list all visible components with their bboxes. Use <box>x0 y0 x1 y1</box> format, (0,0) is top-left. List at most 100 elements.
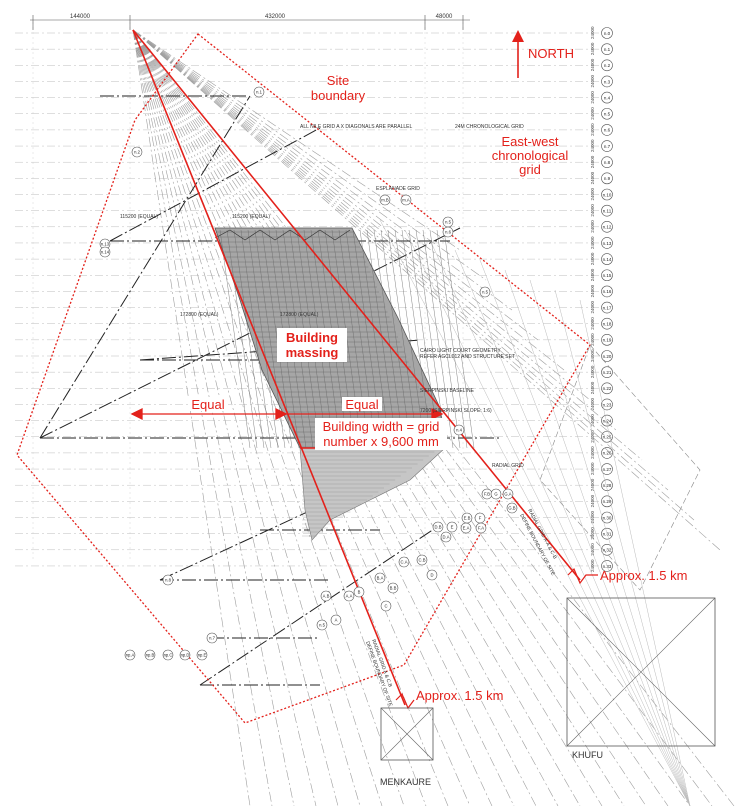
grid-bubble-label: n.13 <box>603 241 612 246</box>
fan-line <box>132 29 647 807</box>
grid-spacing-label: 24000 <box>590 527 595 540</box>
grid-bubble-label: n.4 <box>456 428 462 433</box>
grid-bubble <box>601 269 613 282</box>
grid-bubble <box>353 586 365 598</box>
grid-bubble-label: A.B <box>323 594 330 599</box>
building-width-label-2: number x 9,600 mm <box>323 434 439 449</box>
parallel-diagonal <box>404 229 691 807</box>
grid-bubble <box>601 188 613 201</box>
north-label: NORTH <box>528 46 574 61</box>
grid-bubble-label: np.E <box>198 653 207 658</box>
grid-spacing-label: 24000 <box>590 301 595 314</box>
building-massing-label-1: Building <box>286 330 338 345</box>
grid-bubble-label: n.21 <box>603 370 612 375</box>
grid-bubble <box>601 59 613 72</box>
grid-spacing-label: 24000 <box>590 155 595 168</box>
approx-right-marker: Approx. 1.5 km <box>567 567 687 585</box>
fan-line <box>132 29 591 401</box>
grid-bubble <box>601 27 613 39</box>
sierpinski-baseline: SIERPINSKI BASELINE <box>420 388 475 394</box>
grid-bubble <box>601 107 613 120</box>
grid-spacing-label: 24000 <box>590 559 595 572</box>
parallel-diagonal <box>379 219 691 807</box>
grid-spacing-label: 24000 <box>590 430 595 443</box>
grid-bubble <box>196 649 208 661</box>
grid-bubble-label: D.A <box>443 535 450 540</box>
fan-line <box>132 29 713 807</box>
parallel-diagonal <box>429 239 691 807</box>
grid-bubble-label: n.27 <box>603 467 612 472</box>
grid-bubble <box>601 221 613 233</box>
grid-bubble-label: n.22 <box>603 386 612 391</box>
equal-172-b: 172800 (EQUAL) <box>280 312 319 318</box>
grid-bubble <box>490 488 502 500</box>
grid-bubble-label: n.11 <box>603 208 612 213</box>
fan-line <box>132 29 643 461</box>
grid-bubble-label: n.29 <box>603 499 612 504</box>
grid-bubble <box>320 590 332 602</box>
grid-bubble <box>601 479 613 492</box>
refer-note: REFER AGCL012 AND STRUCTURE SET <box>420 354 515 360</box>
grid-bubble <box>601 301 613 314</box>
grid-spacing-label: 24000 <box>590 462 595 475</box>
grid-spacing-label: 24000 <box>590 58 595 71</box>
grid-bubble-label: n.14 <box>101 250 110 255</box>
grid-bubble-label: n.26 <box>603 451 612 456</box>
grid-bubble <box>601 350 613 362</box>
grid-bubble-label: n.7 <box>604 144 611 149</box>
grid-bubble <box>601 204 613 217</box>
equal-115-a: 115200 (EQUAL) <box>120 214 158 220</box>
grid-bubble-label: n.20 <box>603 354 612 359</box>
grid-bubble-label: n.0 <box>604 31 611 36</box>
grid-bubble <box>99 246 111 258</box>
grid-bubble-label: G.B <box>508 506 515 511</box>
grid-bubble <box>442 226 454 238</box>
fan-line <box>132 29 251 807</box>
grid-bubble-label: n.6 <box>445 230 451 235</box>
grid-bubble-label: n.18 <box>603 322 612 327</box>
grid-bubble-label: F <box>479 516 482 521</box>
grid-spacing-label: 24000 <box>590 333 595 346</box>
grid-bubble <box>461 512 473 524</box>
grid-bubble <box>506 502 518 514</box>
grid-bubble-label: B.A <box>377 576 384 581</box>
grid-bubble-label: C <box>384 604 387 609</box>
grid-bubble-label: n.5 <box>604 112 611 117</box>
fan-line <box>132 29 383 807</box>
grid-spacing-label: 24000 <box>590 397 595 410</box>
dimension-144000: 144000 <box>70 14 91 20</box>
grid-bubble-label: G.A <box>504 492 511 497</box>
fan-line <box>132 29 339 807</box>
north-arrow: NORTH <box>512 30 574 78</box>
grid-bubble <box>144 649 156 661</box>
grid-bubble <box>400 194 412 206</box>
fan-line <box>132 29 427 807</box>
grid-bubble <box>479 286 491 298</box>
grid-bubble-label: n.1 <box>256 90 262 95</box>
grid-spacing-label: 24000 <box>590 204 595 217</box>
fan-line <box>132 29 487 281</box>
grid-bubble <box>601 511 613 524</box>
site-boundary-label-2: boundary <box>311 88 366 103</box>
grid-bubble-label: B.B <box>390 586 397 591</box>
grid-bubble <box>316 619 328 631</box>
parallel-diagonal <box>579 299 691 807</box>
right-dashed-outline <box>539 344 701 591</box>
fan-line <box>132 29 669 491</box>
grid-bubble-label: G <box>494 492 497 497</box>
grid-bubble-label: n.3 <box>604 79 611 84</box>
grid-spacing-label: 24000 <box>590 365 595 378</box>
grid-bubble-label: n.24 <box>603 418 612 423</box>
grid-bubble <box>426 569 438 581</box>
menkaure-label: MENKAURE <box>380 777 431 787</box>
grid-spacing-label: 24000 <box>590 446 595 459</box>
grid-bubble <box>379 194 391 206</box>
fan-line <box>132 29 559 807</box>
fan-line <box>132 29 513 311</box>
grid-bubble-label: n.4 <box>604 95 611 100</box>
grid-bubble-label: n.13 <box>101 242 110 247</box>
fan-line <box>132 29 317 807</box>
grid-bubble-label: B <box>358 590 361 595</box>
grid-bubble-label: E.B <box>464 516 471 521</box>
